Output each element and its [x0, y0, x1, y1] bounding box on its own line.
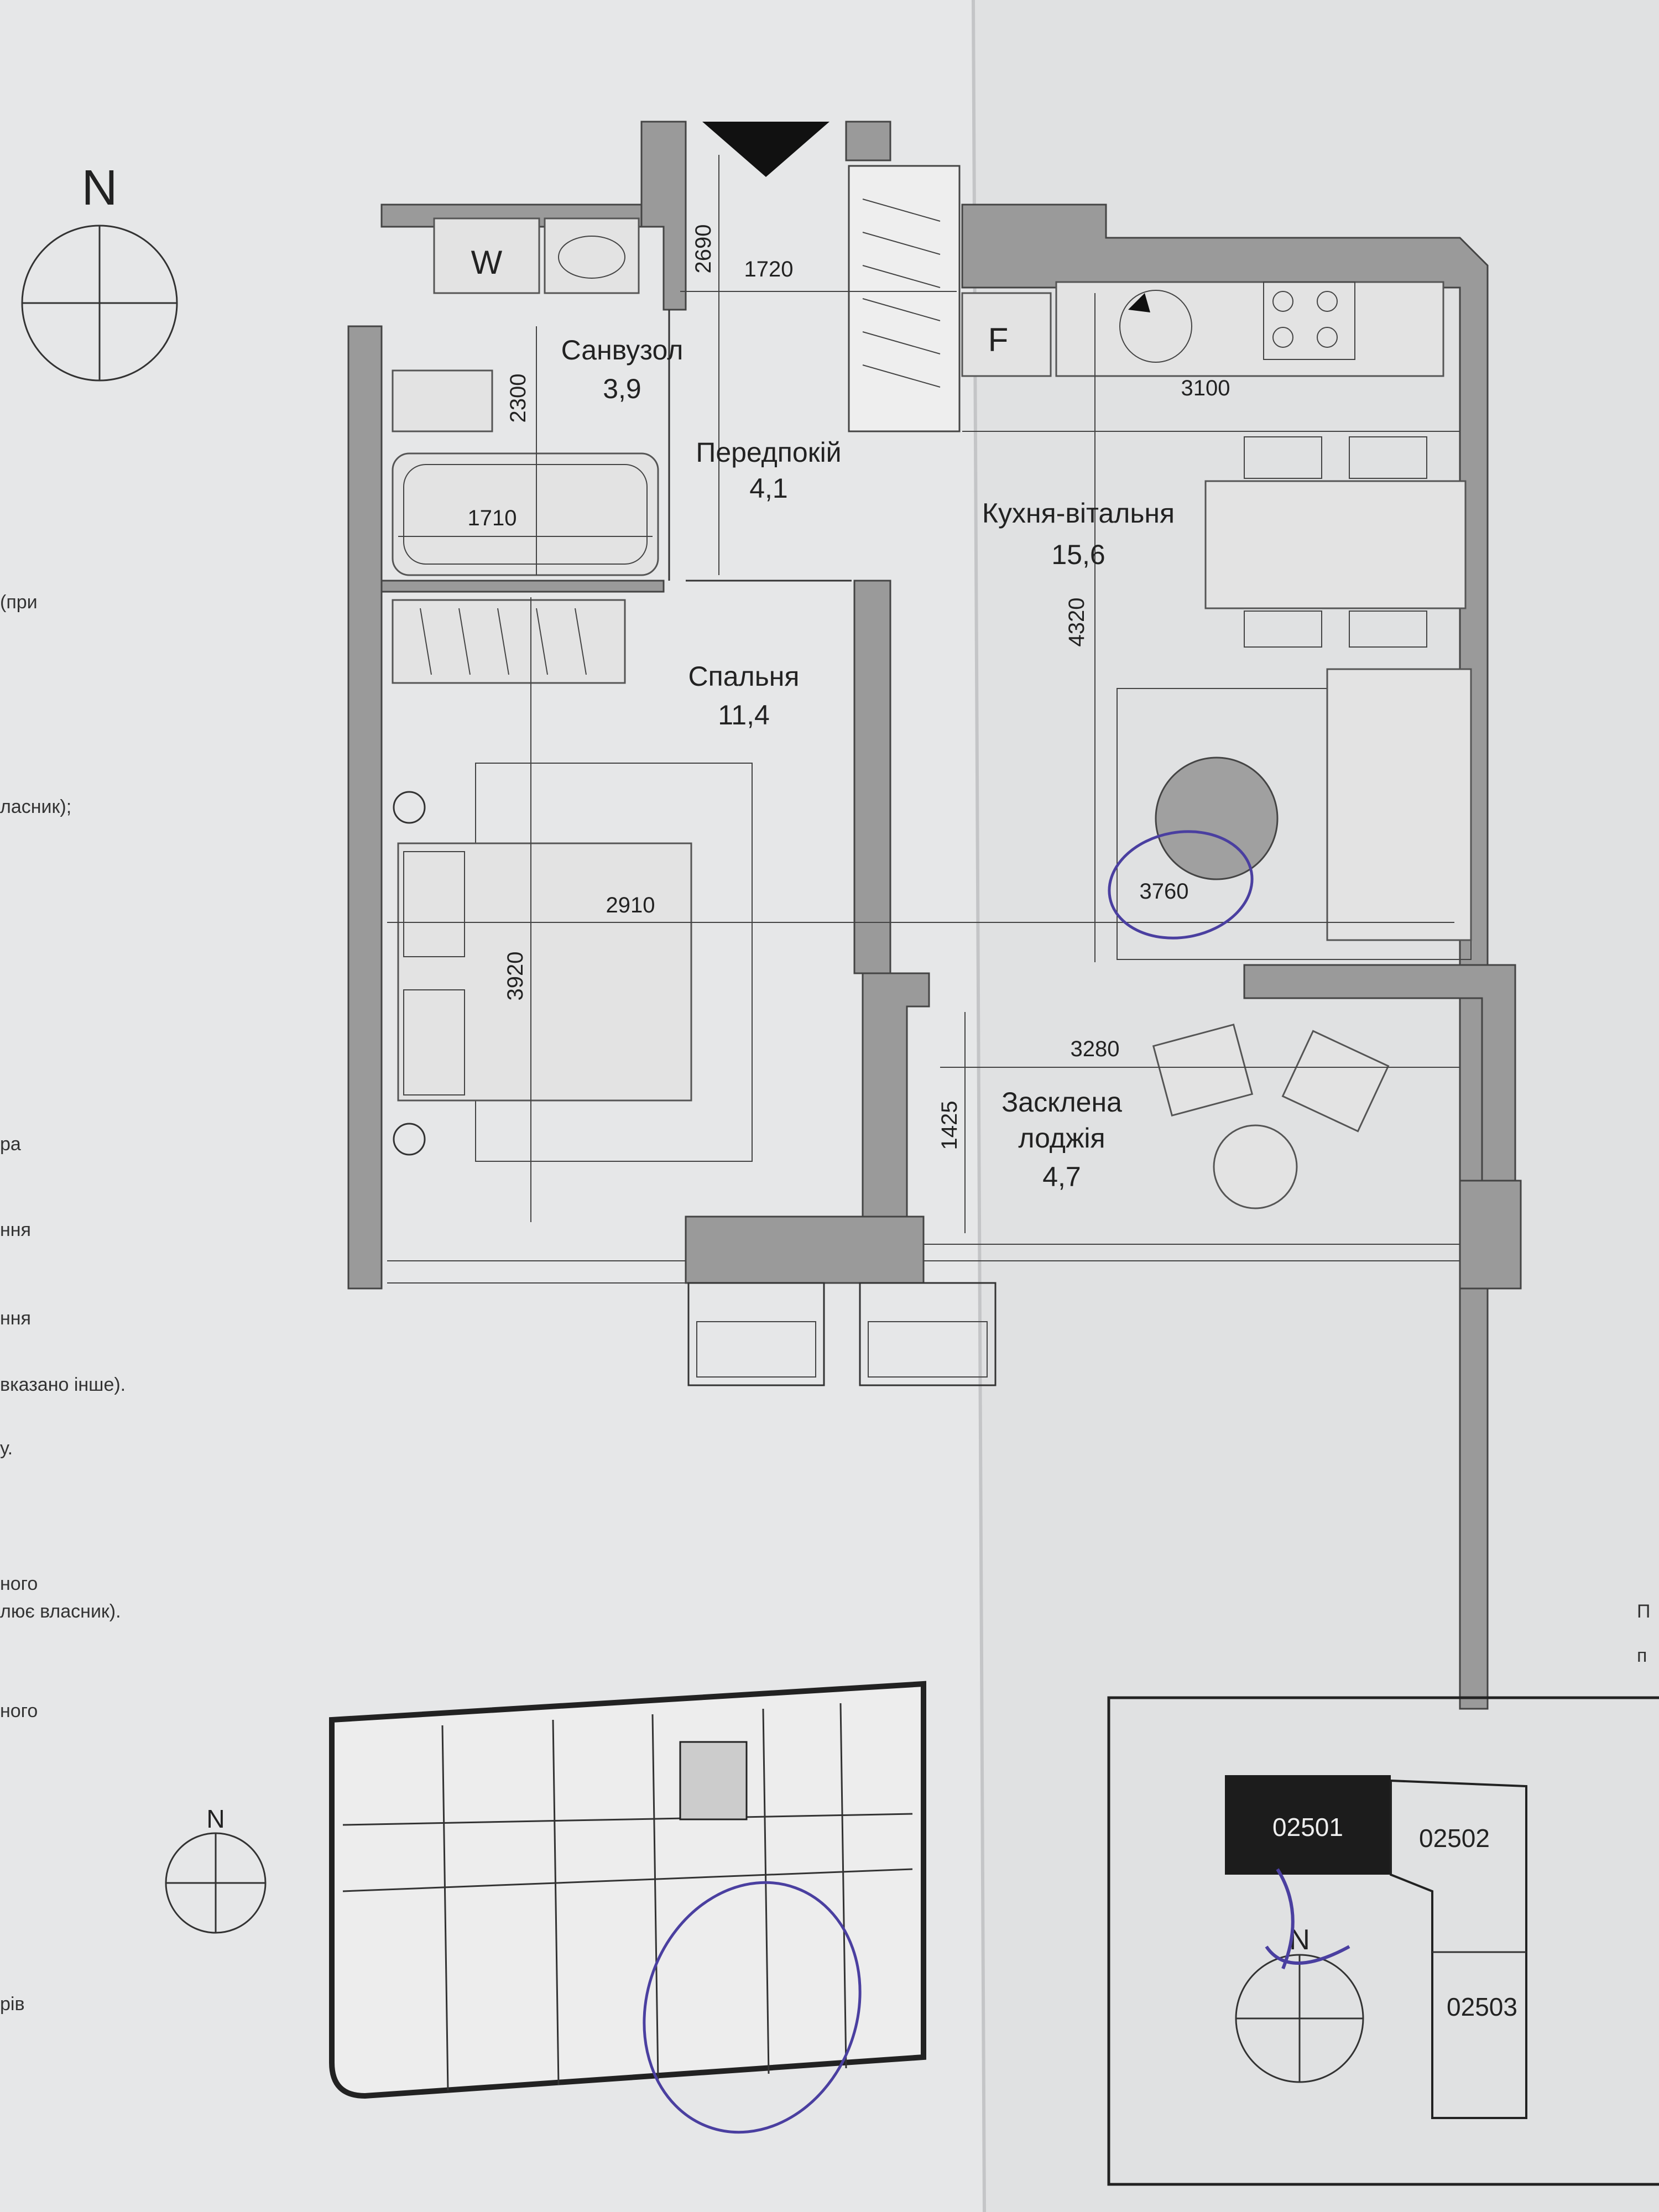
kitchen-counter	[1055, 281, 1444, 377]
side-text-3: ра	[0, 1134, 21, 1155]
side-text-7: у.	[0, 1438, 13, 1459]
side-text-9: лює власник).	[0, 1601, 121, 1622]
apartment-outline-rest	[1390, 1779, 1527, 2119]
wall-shaft	[845, 121, 891, 161]
kitchen-sink	[1119, 290, 1192, 363]
apartment-02502-label: 02502	[1419, 1824, 1490, 1853]
side-text-5: ння	[0, 1308, 31, 1329]
pen-circle-mark	[1108, 830, 1254, 940]
dim-2690: 2690	[691, 225, 716, 274]
dim-2300: 2300	[506, 374, 530, 423]
dimension-labels: 2690 1720 2300 1710 3100 4320 2910 3920 …	[468, 225, 1230, 1150]
room-area-bathroom: 3,9	[603, 373, 641, 404]
room-area-bedroom: 11,4	[718, 700, 770, 731]
room-area-kitchen: 15,6	[1051, 539, 1105, 570]
lounge-chair	[1152, 1023, 1254, 1117]
bathroom-sink	[544, 217, 640, 294]
room-name-bedroom: Спальня	[688, 661, 800, 692]
floor-outline	[329, 1681, 926, 2099]
side-text-6: вказано інше).	[0, 1374, 126, 1395]
key-plan-frame	[1107, 1696, 1659, 2186]
dim-1710: 1710	[468, 506, 517, 530]
side-text-4: ння	[0, 1219, 31, 1240]
dim-2910: 2910	[606, 893, 655, 917]
dim-3100: 3100	[1181, 376, 1230, 400]
staircase	[679, 1741, 748, 1820]
fridge-label: F	[988, 321, 1009, 358]
compass-north-label: N	[82, 160, 118, 216]
bedside-lamp-icon-2	[393, 1123, 426, 1156]
wall-left	[347, 325, 383, 1290]
bathtub	[392, 452, 659, 576]
apartment-02501	[1225, 1775, 1391, 1875]
wall-bath-right	[640, 121, 687, 311]
side-table	[1213, 1124, 1298, 1209]
wall-bottom-center	[685, 1215, 925, 1284]
right-text-2: п	[1637, 1645, 1647, 1666]
washer	[433, 217, 540, 294]
dim-3280: 3280	[1071, 1037, 1120, 1061]
fridge	[961, 292, 1052, 377]
room-name-hallway: Передпокій	[696, 437, 841, 468]
room-name-loggia-2: лоджія	[1018, 1123, 1105, 1154]
bed	[397, 842, 692, 1102]
room-area-hallway: 4,1	[749, 473, 788, 504]
pen-circle-overview	[643, 1881, 862, 2134]
compass-small-north: N	[206, 1804, 225, 1833]
side-text: (при ласник); ра ння ння вказано інше). …	[0, 592, 1650, 2015]
side-text-8: ного	[0, 1573, 38, 1594]
dim-3760: 3760	[1140, 879, 1189, 904]
wall-loggia-right	[1459, 1180, 1522, 1290]
side-text-2: ласник);	[0, 796, 71, 817]
dim-1720: 1720	[744, 257, 794, 281]
bedside-lamp-icon	[393, 791, 426, 824]
dim-1425: 1425	[937, 1101, 962, 1150]
kitchen-tap-icon	[1128, 293, 1150, 312]
paper-left-page	[0, 0, 984, 2212]
apartment-02501-label: 02501	[1272, 1813, 1343, 1841]
toilet	[392, 369, 493, 432]
room-area-loggia: 4,7	[1042, 1161, 1081, 1192]
wall-bedroom-right	[853, 580, 891, 974]
room-name-bathroom: Санвузол	[561, 335, 684, 366]
side-text-1: (при	[0, 592, 38, 613]
apartment-02503-label: 02503	[1447, 1992, 1517, 2021]
wardrobe	[392, 599, 626, 684]
dim-4320: 4320	[1065, 598, 1089, 647]
dining-table	[1204, 480, 1467, 609]
key-plan: 02501 02502 02503 N	[1107, 1696, 1659, 2186]
wall-bath-bottom	[380, 580, 665, 593]
dim-3920: 3920	[503, 952, 528, 1001]
side-text-11: рів	[0, 1994, 25, 2015]
room-name-kitchen: Кухня-вітальня	[982, 498, 1175, 529]
pen-arrow-mark	[1265, 1868, 1350, 1970]
balcony-box-1	[687, 1282, 825, 1386]
washer-label: W	[471, 244, 503, 281]
floor-overview: N	[165, 1681, 926, 2134]
coffee-table	[1155, 757, 1279, 880]
compass-main: N	[21, 160, 178, 382]
side-text-10: ного	[0, 1700, 38, 1721]
shaft	[848, 165, 961, 432]
balcony-box-2	[859, 1282, 997, 1386]
apartment-plan: W F	[347, 121, 1522, 1710]
room-labels: Санвузол 3,9 Передпокій 4,1 Спальня 11,4…	[561, 335, 1175, 1192]
lounge-chair-2	[1281, 1030, 1390, 1133]
right-text-1: П	[1637, 1601, 1650, 1622]
entrance-arrow-icon	[702, 122, 830, 177]
room-name-loggia-1: Засклена	[1001, 1087, 1122, 1118]
stove	[1263, 281, 1355, 360]
sofa	[1326, 668, 1472, 941]
